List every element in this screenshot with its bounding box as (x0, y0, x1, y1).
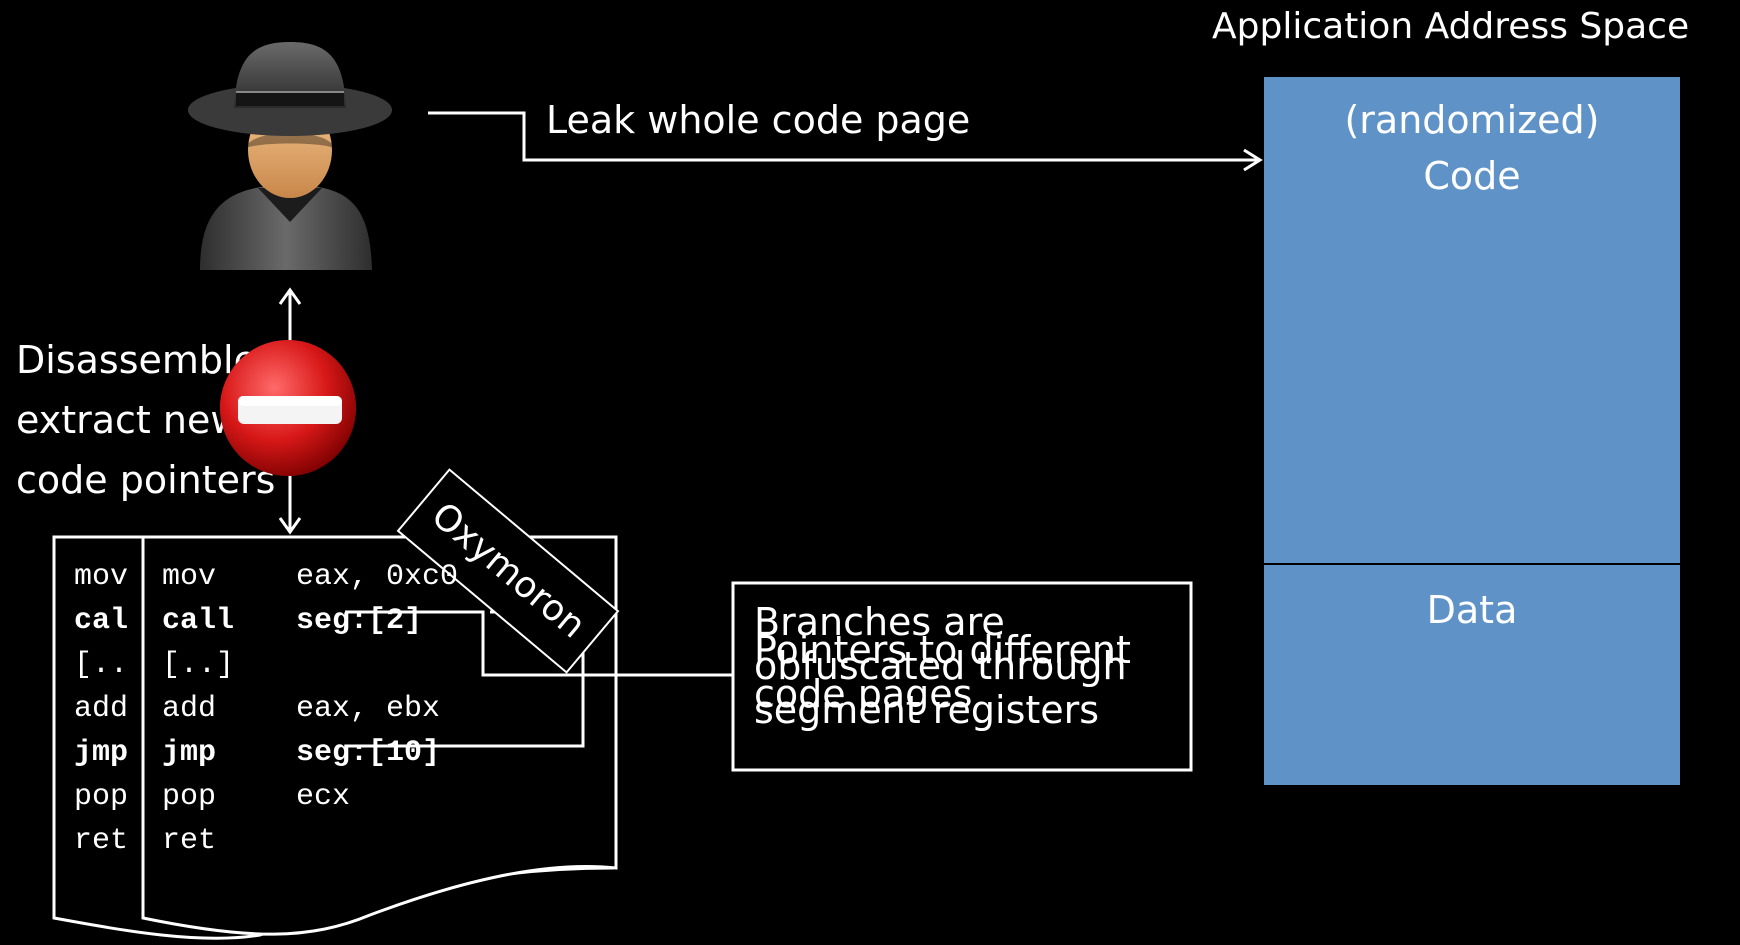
data-region-label: Data (1426, 588, 1518, 632)
branches-b-line: Pointers to different (754, 628, 1131, 672)
branches-b-line: code pages (754, 672, 973, 716)
oxymoron-tag (396, 468, 620, 674)
front-line: pop ecx (162, 775, 458, 819)
operand: eax, 0xc0 (296, 560, 459, 594)
operand: eax, ebx (296, 692, 441, 726)
code-region (1264, 77, 1680, 563)
disassemble-line-1: Disassemble, (16, 338, 270, 382)
operand: seg:[10] (296, 736, 441, 770)
branches-a-line: obfuscated through (754, 644, 1127, 688)
data-region (1264, 565, 1680, 785)
back-line: [.. (74, 648, 129, 682)
spy-attacker-icon (188, 42, 392, 270)
back-line: ret (74, 824, 129, 858)
disassemble-text: Disassemble, extract new code pointers (16, 330, 275, 510)
opcode: call (162, 604, 235, 638)
branches-a-line: segment registers (754, 688, 1100, 732)
opcode: mov (162, 560, 217, 594)
opcode: [..] (162, 648, 235, 682)
code-region-label-2: Code (1423, 154, 1521, 198)
leak-label: Leak whole code page (546, 98, 971, 142)
opcode: pop (162, 780, 217, 814)
code-page-front (141, 535, 618, 936)
back-line: cal (74, 604, 129, 638)
leak-arrow (428, 111, 1263, 172)
front-line: jmp seg:[10] (162, 731, 458, 775)
front-line: [..] (162, 643, 458, 687)
disassemble-line-3: code pointers (16, 458, 276, 502)
back-line: pop (74, 780, 129, 814)
branches-text-a: Branches are obfuscated through segment … (754, 600, 1127, 732)
operand: seg:[2] (296, 604, 423, 638)
code-region-label-1: (randomized) (1344, 98, 1600, 142)
operand: ecx (296, 780, 351, 814)
opcode: jmp (162, 736, 217, 770)
code-listing-front: mov eax, 0xc0 call seg:[2] [..] add eax, eb… (162, 555, 458, 863)
back-line: mov (74, 560, 129, 594)
back-line: add (74, 692, 129, 726)
opcode: ret (162, 824, 217, 858)
front-line: add eax, ebx (162, 687, 458, 731)
front-line: ret (162, 819, 458, 863)
disassemble-line-2: extract new (16, 398, 242, 442)
branches-box (731, 581, 1193, 772)
branches-text-b: Pointers to different code pages (754, 628, 1131, 716)
back-line: jmp (74, 736, 129, 770)
front-line: mov eax, 0xc0 (162, 555, 458, 599)
code-listing-back: mov cal [.. add jmp pop ret (74, 555, 128, 863)
opcode: add (162, 692, 217, 726)
branches-a-line: Branches are (754, 600, 1005, 644)
front-line: call seg:[2] (162, 599, 458, 643)
address-space-title: Application Address Space (1212, 6, 1690, 47)
